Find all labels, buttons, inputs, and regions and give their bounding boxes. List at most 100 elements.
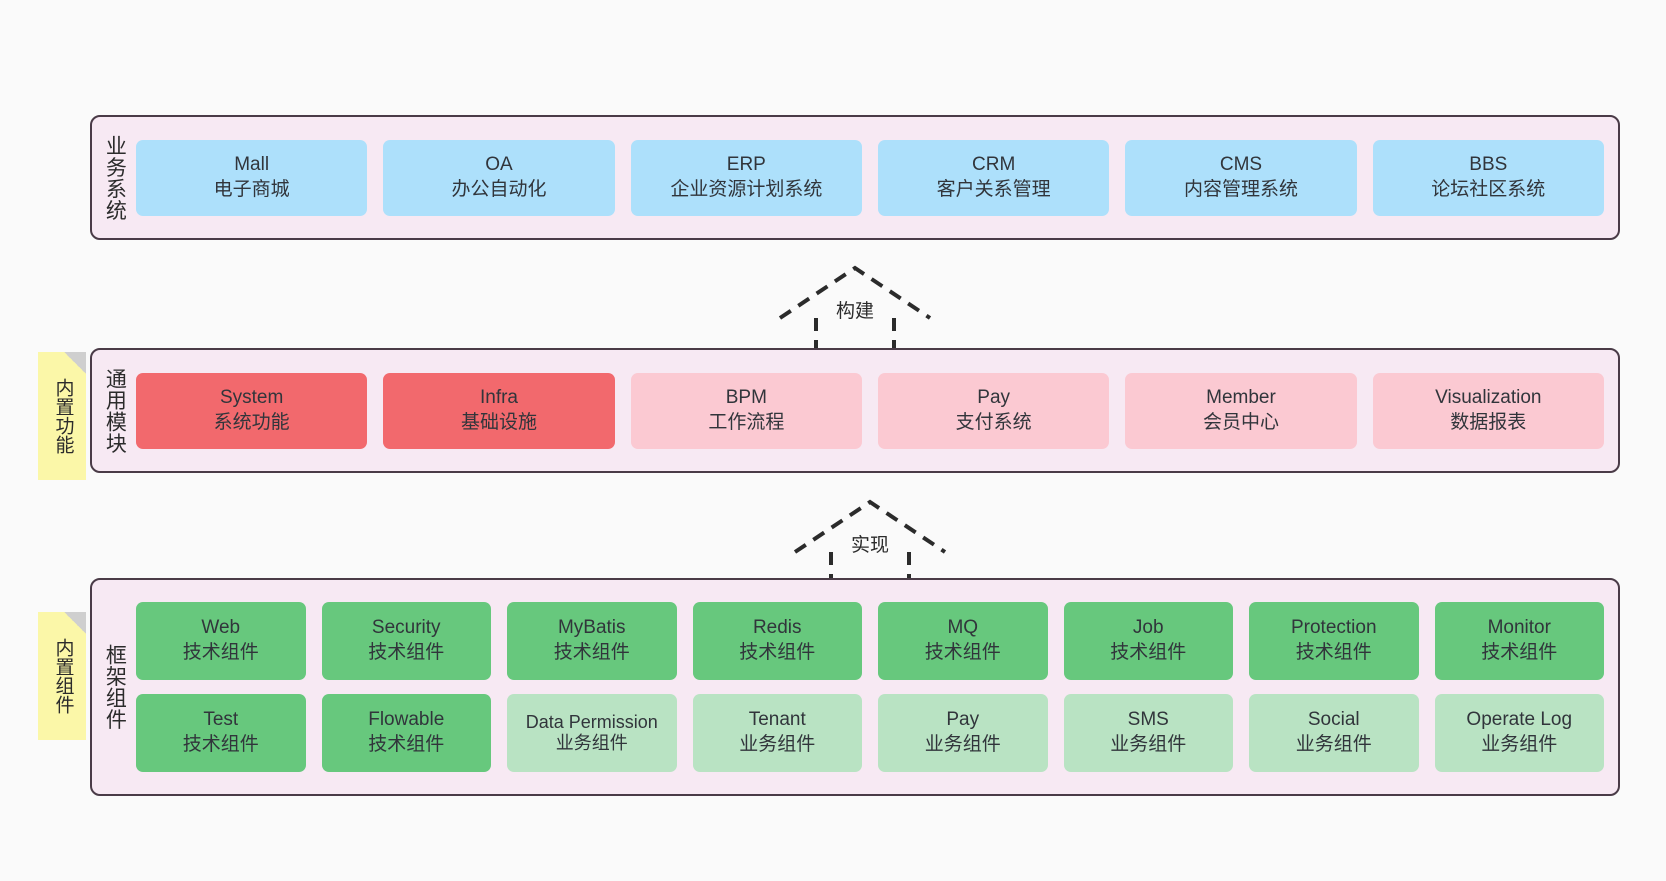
note-text: 内置组件 [52,638,74,714]
card-subtitle: 技术组件 [553,642,630,663]
layer-title-business-systems: 业务系统 [103,134,127,221]
card-erp[interactable]: ERP 企业资源计划系统 [630,139,862,216]
connector-implement: 实现 [775,492,965,592]
card-row: Test 技术组件 Flowable 技术组件 Data Permission … [136,694,1604,772]
card-subtitle: 技术组件 [1295,642,1372,663]
card-pay[interactable]: Pay 支付系统 [877,372,1110,449]
card-monitor[interactable]: Monitor 技术组件 [1434,602,1604,680]
card-flowable[interactable]: Flowable 技术组件 [321,694,491,772]
card-title: BBS [1469,153,1508,175]
card-subtitle: 客户关系管理 [936,178,1051,200]
card-data-permission[interactable]: Data Permission 业务组件 [507,694,677,772]
card-row: Web 技术组件 Security 技术组件 MyBatis 技术组件 Redi… [136,602,1604,680]
card-infra[interactable]: Infra 基础设施 [383,372,615,449]
card-bpm[interactable]: BPM 工作流程 [630,372,862,449]
card-title: Tenant [748,709,806,731]
note-builtin-components: 内置组件 [38,612,86,740]
card-title: MyBatis [557,617,626,639]
card-title: Security [371,617,441,639]
card-subtitle: 业务组件 [555,733,628,753]
card-title: Infra [479,386,518,408]
card-operate-log[interactable]: Operate Log 业务组件 [1434,694,1604,772]
card-title: ERP [726,153,766,175]
card-cms[interactable]: CMS 内容管理系统 [1125,139,1357,216]
card-subtitle: 基础设施 [460,411,537,433]
card-subtitle: 数据报表 [1450,411,1527,433]
layer-body-framework-components: Web 技术组件 Security 技术组件 MyBatis 技术组件 Redi… [136,580,1618,794]
card-subtitle: 企业资源计划系统 [670,178,823,200]
card-title: Mall [234,153,270,175]
card-title: Protection [1290,617,1377,639]
card-title: Flowable [368,709,445,731]
card-title: SMS [1127,709,1169,731]
card-pay-business[interactable]: Pay 业务组件 [878,694,1048,772]
card-subtitle: 业务组件 [1110,734,1187,755]
card-grid: Web 技术组件 Security 技术组件 MyBatis 技术组件 Redi… [136,602,1604,772]
connector-build: 构建 [760,258,950,358]
card-redis[interactable]: Redis 技术组件 [692,602,862,680]
card-subtitle: 技术组件 [1481,642,1558,663]
card-protection[interactable]: Protection 技术组件 [1249,602,1419,680]
card-subtitle: 技术组件 [368,734,445,755]
card-web[interactable]: Web 技术组件 [136,602,306,680]
card-title: Data Permission [525,711,658,732]
card-subtitle: 会员中心 [1202,411,1279,433]
card-subtitle: 技术组件 [182,734,259,755]
card-member[interactable]: Member 会员中心 [1125,372,1357,449]
card-test[interactable]: Test 技术组件 [136,694,306,772]
card-subtitle: 技术组件 [739,642,816,663]
card-title: System [219,386,284,408]
card-title: Test [203,709,239,731]
card-subtitle: 技术组件 [1110,642,1187,663]
card-bbs[interactable]: BBS 论坛社区系统 [1372,139,1604,216]
card-crm[interactable]: CRM 客户关系管理 [877,139,1110,216]
connector-label: 构建 [835,301,875,322]
card-subtitle: 论坛社区系统 [1431,178,1546,200]
card-title: Redis [752,617,802,639]
card-job[interactable]: Job 技术组件 [1063,602,1233,680]
card-subtitle: 业务组件 [1295,734,1372,755]
card-subtitle: 办公自动化 [451,178,547,200]
card-sms[interactable]: SMS 业务组件 [1063,694,1233,772]
layer-body-business-systems: Mall 电子商城 OA 办公自动化 ERP 企业资源计划系统 CRM 客户关系… [136,117,1618,238]
card-title: CRM [972,153,1016,175]
card-title: Operate Log [1466,709,1573,731]
card-mq[interactable]: MQ 技术组件 [878,602,1048,680]
card-social[interactable]: Social 业务组件 [1249,694,1419,772]
card-system[interactable]: System 系统功能 [136,372,368,449]
card-security[interactable]: Security 技术组件 [321,602,491,680]
card-oa[interactable]: OA 办公自动化 [383,139,615,216]
card-subtitle: 业务组件 [924,734,1001,755]
layer-common-modules: 通用模块 System 系统功能 Infra 基础设施 BPM 工作流程 Pay… [90,348,1620,473]
card-title: Member [1206,386,1276,408]
card-subtitle: 支付系统 [955,411,1032,433]
card-title: Monitor [1487,617,1551,639]
layer-business-systems: 业务系统 Mall 电子商城 OA 办公自动化 ERP 企业资源计划系统 CRM… [90,115,1620,240]
card-subtitle: 电子商城 [213,178,290,200]
card-subtitle: 业务组件 [739,734,816,755]
card-title: OA [485,153,513,175]
card-row: Mall 电子商城 OA 办公自动化 ERP 企业资源计划系统 CRM 客户关系… [136,139,1604,216]
card-title: BPM [725,386,767,408]
card-row: System 系统功能 Infra 基础设施 BPM 工作流程 Pay 支付系统… [136,372,1604,449]
card-title: Social [1307,709,1360,731]
card-subtitle: 技术组件 [182,642,259,663]
card-visualization[interactable]: Visualization 数据报表 [1372,372,1604,449]
card-mybatis[interactable]: MyBatis 技术组件 [507,602,677,680]
connector-label: 实现 [850,535,890,556]
card-subtitle: 技术组件 [368,642,445,663]
card-mall[interactable]: Mall 电子商城 [136,139,368,216]
card-subtitle: 系统功能 [213,411,290,433]
card-title: Pay [946,709,980,731]
card-title: Job [1132,617,1164,639]
card-subtitle: 业务组件 [1481,734,1558,755]
card-title: Visualization [1435,386,1542,408]
layer-title-framework-components: 框架组件 [103,644,127,730]
card-subtitle: 工作流程 [708,411,785,433]
layer-body-common-modules: System 系统功能 Infra 基础设施 BPM 工作流程 Pay 支付系统… [136,350,1618,471]
layer-framework-components: 框架组件 Web 技术组件 Security 技术组件 MyBatis 技术组件 [90,578,1620,796]
card-tenant[interactable]: Tenant 业务组件 [692,694,862,772]
layer-title-common-modules: 通用模块 [103,367,127,454]
card-subtitle: 内容管理系统 [1183,178,1298,200]
